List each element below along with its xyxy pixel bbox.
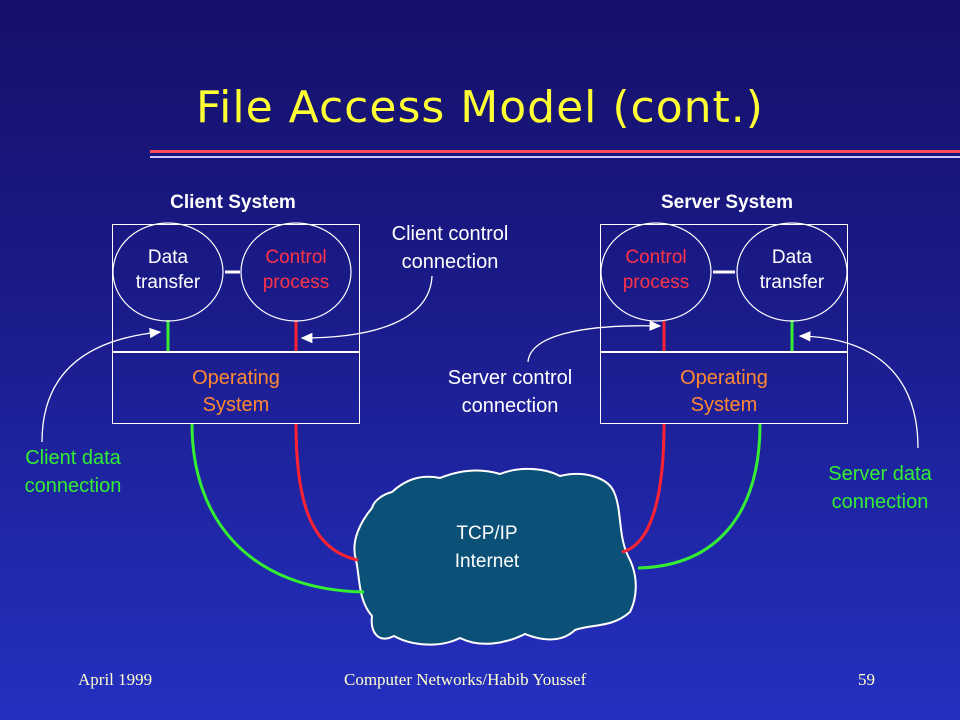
client-data-line	[190, 423, 365, 594]
client-data-arrow	[41, 327, 162, 443]
client-control-line	[294, 423, 359, 562]
server-control-line2: connection	[461, 395, 559, 417]
client-control-process-line1: Control	[265, 247, 327, 268]
client-data-transfer-line1: Data	[147, 247, 189, 268]
client-data-line2: connection	[24, 475, 122, 497]
client-data-transfer-line2: transfer	[135, 272, 201, 293]
client-control-connection-label: Client control connection	[370, 220, 530, 276]
server-os-line2: System	[690, 394, 758, 416]
server-control-connection-label: Server control connection	[425, 364, 595, 420]
server-data-line	[637, 423, 762, 570]
footer-course: Computer Networks/Habib Youssef	[344, 670, 587, 689]
footer-page-number: 59	[858, 670, 875, 689]
client-data-transfer-text: Data transfer	[113, 245, 223, 295]
server-os-line1: Operating	[680, 367, 768, 389]
server-data-line1: Server data	[828, 463, 932, 485]
internet-label-line2: Internet	[454, 551, 520, 572]
server-control-arrow	[527, 320, 662, 363]
server-data-transfer-text: Data transfer	[737, 245, 847, 295]
server-control-line1: Server control	[447, 367, 573, 389]
server-os-box	[600, 352, 848, 424]
client-control-process-text: Control process	[241, 245, 351, 295]
client-data-line1: Client data	[25, 447, 121, 469]
server-data-line2: connection	[831, 491, 929, 513]
client-data-connection-label: Client data connection	[8, 444, 138, 500]
footer-date: April 1999	[78, 670, 153, 689]
title-underline	[150, 150, 960, 153]
server-control-process-line1: Control	[625, 247, 687, 268]
server-data-transfer-line2: transfer	[759, 272, 825, 293]
server-data-transfer-line1: Data	[771, 247, 813, 268]
client-control-arrow	[300, 275, 433, 344]
title-underline-secondary	[150, 156, 960, 158]
client-control-line1: Client control	[391, 223, 509, 245]
server-control-process-line2: process	[622, 272, 690, 293]
server-control-process-text: Control process	[601, 245, 711, 295]
slide-title: File Access Model (cont.)	[196, 82, 764, 133]
client-os-line2: System	[202, 394, 270, 416]
server-data-arrow	[798, 331, 919, 449]
internet-label-line1: TCP/IP	[456, 523, 518, 544]
client-os-line1: Operating	[192, 367, 280, 389]
client-system-label: Client System	[170, 192, 296, 213]
server-control-line	[621, 423, 666, 554]
client-os-text: Operating System	[113, 365, 359, 419]
client-control-line2: connection	[401, 251, 499, 273]
server-os-text: Operating System	[601, 365, 847, 419]
server-data-connection-label: Server data connection	[812, 460, 948, 516]
internet-label: TCP/IP Internet	[432, 520, 542, 576]
internet-cloud	[353, 468, 637, 646]
server-system-label: Server System	[660, 192, 794, 213]
client-control-process-line2: process	[262, 272, 330, 293]
client-os-box	[112, 352, 360, 424]
